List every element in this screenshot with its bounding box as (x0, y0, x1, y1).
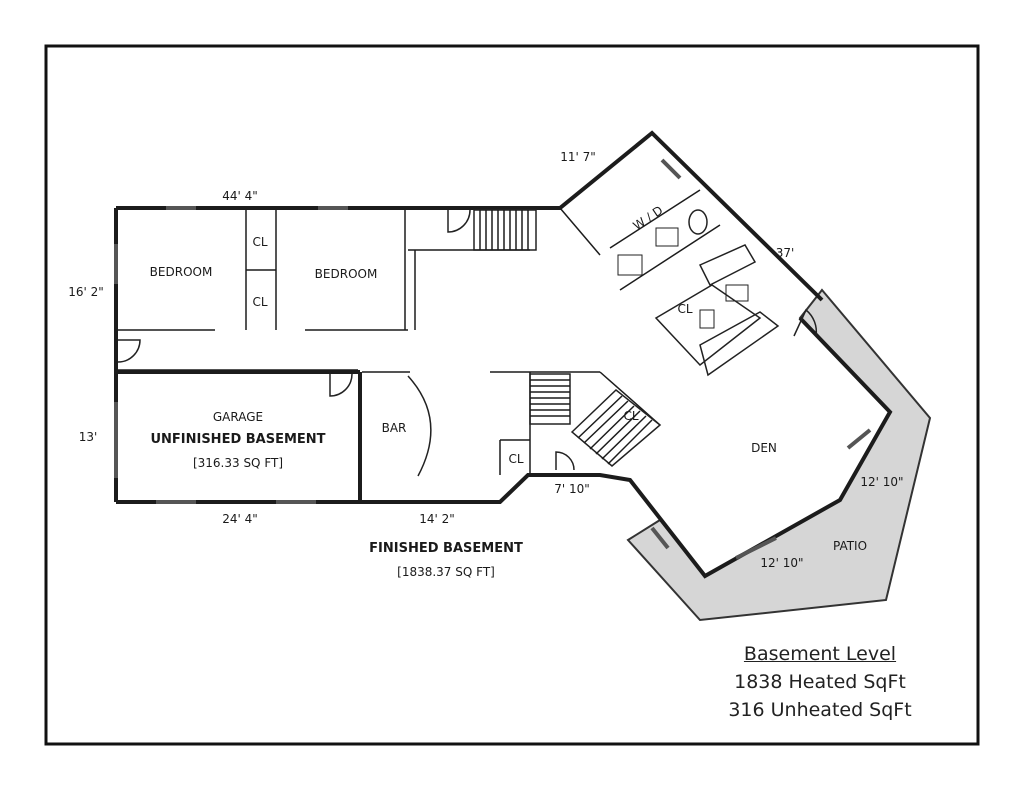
finished-basement-area: [1838.37 SQ FT] (397, 565, 495, 579)
legend-unheated: 316 Unheated SqFt (728, 699, 912, 721)
interior-walls (116, 189, 721, 475)
closet-3-label: CL (677, 302, 692, 316)
bedroom-1-label: BEDROOM (150, 265, 213, 279)
doors (117, 209, 818, 477)
windows (114, 158, 872, 560)
legend-heated: 1838 Heated SqFt (734, 671, 906, 693)
dim-left-lower: 13' (79, 430, 98, 444)
finished-basement-label: FINISHED BASEMENT (369, 541, 523, 556)
dim-patio-bottom: 12' 10" (760, 556, 803, 570)
closet-5-label: CL (508, 452, 523, 466)
dim-top-width: 44' 4" (222, 189, 258, 203)
dim-stair-width: 7' 10" (554, 482, 590, 496)
dim-diag-right: 37' (776, 246, 795, 260)
dim-bottom-garage: 24' 4" (222, 512, 258, 526)
stairs-middle (529, 373, 662, 467)
closet-1-label: CL (252, 235, 267, 249)
bar-label: BAR (382, 421, 407, 435)
bedroom-2-label: BEDROOM (315, 267, 378, 281)
dim-left-upper: 16' 2" (68, 285, 104, 299)
garage-label: GARAGE (213, 410, 263, 424)
closet-2-label: CL (252, 295, 267, 309)
closet-4-label: CL (623, 409, 638, 423)
dim-patio-side: 12' 10" (860, 475, 903, 489)
patio-label: PATIO (833, 539, 867, 553)
unfinished-basement-label: UNFINISHED BASEMENT (150, 432, 325, 447)
page-frame (44, 44, 980, 746)
dim-diag-top: 11' 7" (560, 150, 596, 164)
dim-bottom-mid: 14' 2" (419, 512, 455, 526)
den-label: DEN (751, 441, 777, 455)
level-legend: Basement Level 1838 Heated SqFt 316 Unhe… (700, 640, 940, 724)
stairs-top (473, 209, 537, 251)
patio-area (626, 288, 932, 622)
kitchen-block (617, 209, 780, 377)
legend-title: Basement Level (743, 643, 897, 665)
garage-area-label: [316.33 SQ FT] (193, 456, 283, 470)
